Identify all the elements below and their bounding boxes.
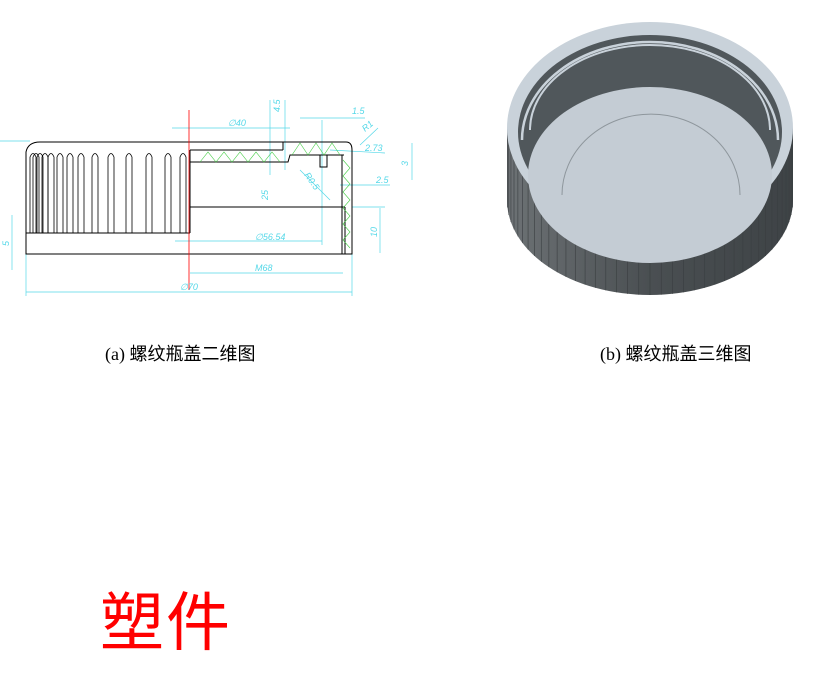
dim-10: 10 [369,227,379,237]
dim-r1: R1 [360,118,375,133]
dim-1.5: 1.5 [352,106,366,116]
caption-3d: (b) 螺纹瓶盖三维图 [600,344,752,364]
dim-d40: ∅40 [228,118,246,128]
dim-d56.54: ∅56.54 [255,232,285,242]
material-label: 塑件 [100,587,232,661]
caption-2d: (a) 螺纹瓶盖二维图 [105,344,256,364]
cap-2d-drawing: ∅40 4.5 1.5 R1 2.73 3 2.5 R0.5 25 ∅56.54… [0,98,413,296]
dim-2.73: 2.73 [364,143,383,153]
dim-4.5: 4.5 [272,98,282,112]
dim-d70: ∅70 [180,282,198,292]
dim-5: 5 [1,240,11,246]
dim-m68: M68 [255,263,273,273]
dim-25: 25 [260,189,270,201]
cap-3d-render [507,22,793,295]
dim-3: 3 [400,161,410,166]
dim-2.5: 2.5 [375,175,390,185]
